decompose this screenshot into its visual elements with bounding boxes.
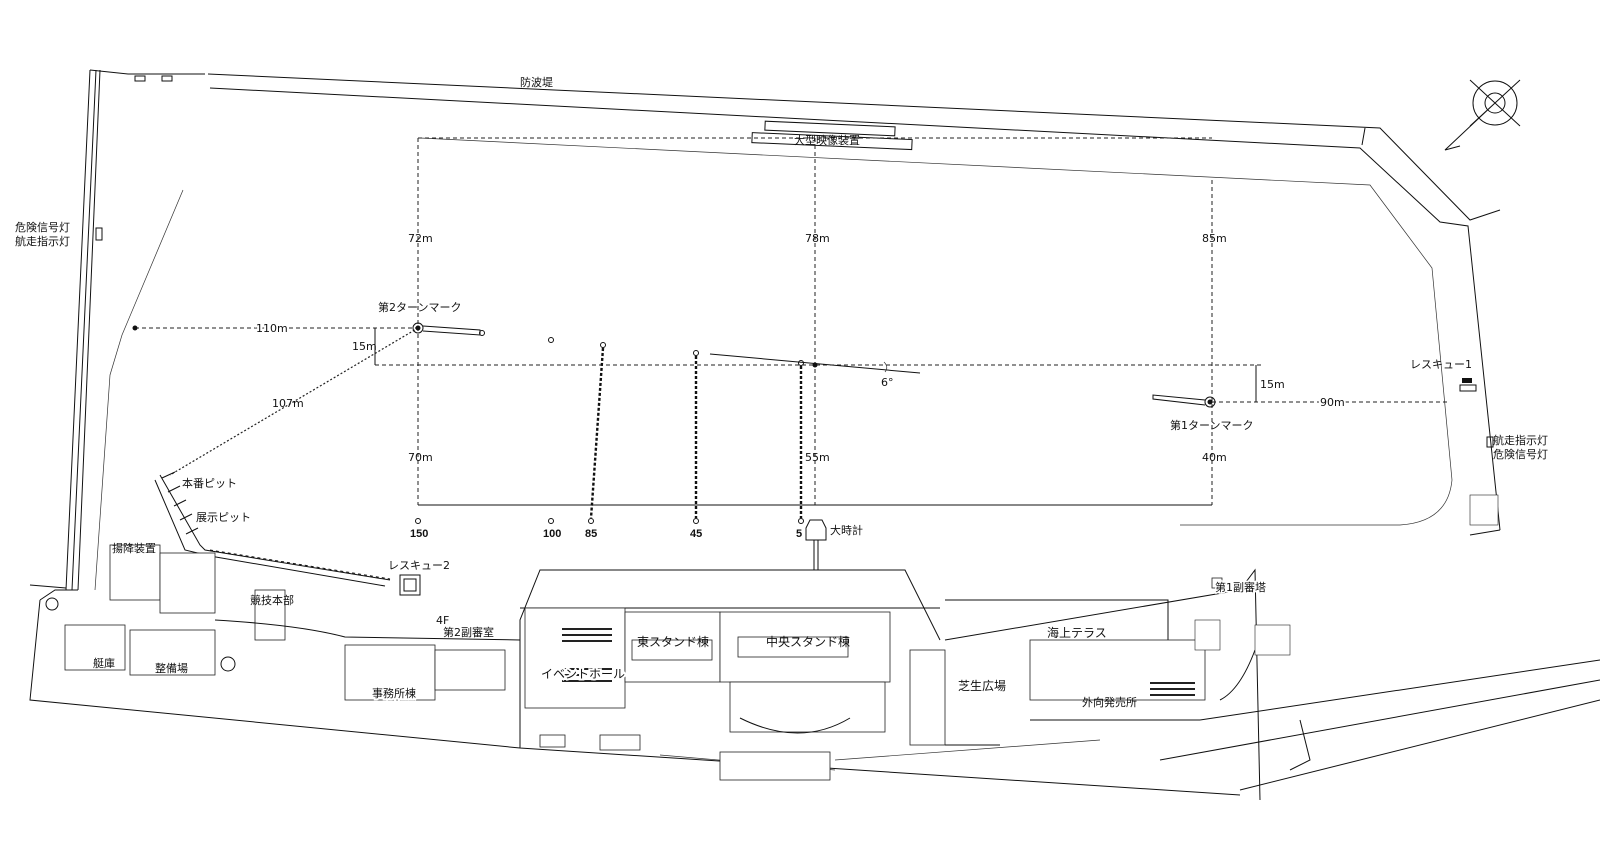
sea-terrace-label: 海上テラス (1047, 625, 1107, 640)
rescue-2-label: レスキュー2 (388, 559, 450, 572)
race-hq-label: 競技本部 (250, 593, 294, 607)
marker-85: 85 (585, 528, 597, 540)
dim-78m: 78m (805, 232, 830, 245)
dim-70m: 70m (408, 451, 433, 464)
dim-85m: 85m (1202, 232, 1227, 245)
exhibit-pit-label: 展示ピット (196, 511, 251, 524)
hoist-label: 揚降装置 (112, 541, 156, 555)
rescue-1-label: レスキュー1 (1410, 358, 1472, 371)
east-stand-label: 東スタンド棟 (637, 634, 709, 649)
dim-90m: 90m (1320, 396, 1345, 409)
rescue-1-icon (1459, 384, 1477, 392)
dim-107m: 107m (272, 397, 304, 410)
sub-judge-tower-1-label: 第1副審塔 (1215, 580, 1266, 594)
marker-150: 150 (410, 528, 428, 540)
breakwater (207, 73, 1501, 536)
turn-mark-1-icon (1152, 394, 1216, 408)
breakwater-label: 防波堤 (520, 75, 553, 89)
left-boundary (94, 189, 184, 591)
signal-light-left-icon (95, 227, 103, 241)
dim-55m: 55m (805, 451, 830, 464)
big-clock-label: 大時計 (830, 523, 863, 537)
central-stand-label: 中央スタンド棟 (766, 634, 850, 649)
office-building (344, 644, 436, 701)
sub-judge-tower-1-icon (1211, 577, 1223, 589)
left-seawall (65, 69, 205, 591)
outside-sales-label: 外向発売所 (1082, 695, 1137, 709)
turn-mark-2-icon (412, 322, 485, 336)
outside-sales-building (1029, 639, 1206, 701)
turn-mark-1-label: 第1ターンマーク (1170, 418, 1253, 432)
dim-15m-right: 15m (1260, 378, 1285, 391)
dim-72m: 72m (408, 232, 433, 245)
dim-40m: 40m (1202, 451, 1227, 464)
course-grid (132, 137, 1450, 506)
signal-light-right-icon (1486, 436, 1494, 448)
boathouse-label: 艇庫 (93, 656, 115, 670)
start-markers (415, 337, 804, 524)
land-facilities (29, 544, 1600, 801)
turn-mark-2-label: 第2ターンマーク (378, 300, 461, 314)
big-clock-icon (805, 519, 827, 570)
marker-100: 100 (543, 528, 561, 540)
left-light-label-1: 危険信号灯 (15, 221, 70, 234)
event-hall-building (524, 607, 626, 709)
course-boundary (419, 137, 1453, 526)
race-hq-building (254, 589, 286, 641)
lawn-plaza-label: 芝生広場 (958, 678, 1006, 693)
main-pit-label: 本番ピット (182, 476, 237, 490)
start-line-angle: 6° (881, 376, 894, 389)
big-screen (751, 120, 913, 151)
left-light-label-2: 航走指示灯 (15, 234, 70, 248)
pits (154, 471, 391, 587)
right-light-label-2: 危険信号灯 (1493, 448, 1548, 461)
marker-45: 45 (690, 528, 702, 540)
right-light-label-1: 航走指示灯 (1493, 433, 1548, 447)
marker-5: 5 (796, 528, 802, 540)
event-hall-label: イベントホール (541, 667, 625, 681)
rescue-2-icon (399, 574, 421, 596)
office-label: 事務所棟 (372, 686, 416, 700)
compass-north-icon (1444, 79, 1521, 151)
dim-15m-left: 15m (352, 340, 377, 353)
floor-4f-label: 4F (436, 614, 449, 627)
dim-110m: 110m (256, 322, 288, 335)
sub-judge-room-2-label: 第2副審室 (443, 625, 494, 639)
maintenance-label: 整備場 (155, 661, 188, 675)
big-screen-label: 大型映像装置 (794, 133, 860, 147)
